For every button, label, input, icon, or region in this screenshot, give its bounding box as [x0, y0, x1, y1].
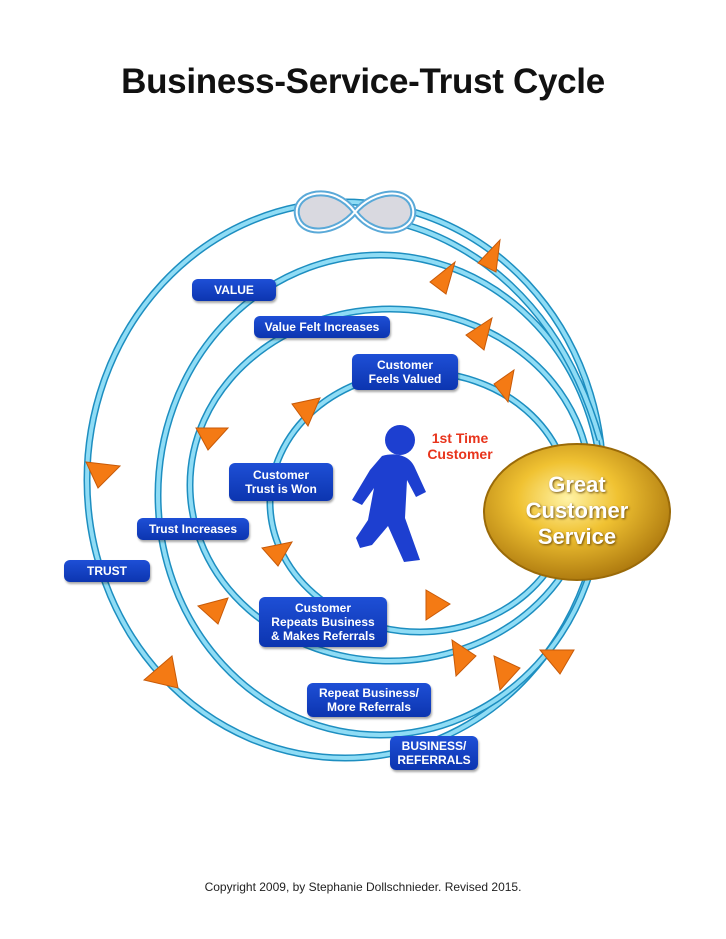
arrowhead-icon: [493, 368, 515, 404]
label-repeat-business-more-referrals: Repeat Business/ More Referrals: [307, 683, 431, 717]
arrowhead-icon: [429, 260, 456, 295]
arrowhead-icon: [196, 597, 229, 625]
label-customer-feels-valued: Customer Feels Valued: [352, 354, 458, 390]
label-customer-repeats-business: Customer Repeats Business & Makes Referr…: [259, 597, 387, 647]
arrowhead-icon: [477, 238, 501, 273]
arrowhead-icon: [465, 316, 493, 351]
arrowhead-icon: [85, 461, 122, 489]
great-customer-service-text: Great Customer Service: [525, 472, 629, 549]
label-trust-increases: Trust Increases: [137, 518, 249, 540]
arrowhead-icon: [425, 589, 451, 621]
first-time-customer-label: 1st Time Customer: [427, 430, 493, 462]
label-value-felt-increases: Value Felt Increases: [254, 316, 390, 338]
arrowheads: [85, 238, 575, 692]
walking-person-icon: [352, 425, 426, 562]
arrowhead-icon: [291, 397, 321, 428]
copyright-footer: Copyright 2009, by Stephanie Dollschnied…: [204, 880, 522, 894]
arrowhead-icon: [261, 541, 293, 567]
label-business-referrals: BUSINESS/ REFERRALS: [390, 736, 478, 770]
arrowhead-icon: [451, 638, 477, 678]
infinity-icon: [293, 190, 417, 234]
arrowhead-icon: [195, 427, 230, 451]
label-value: VALUE: [192, 279, 276, 301]
arrowhead-icon: [538, 649, 575, 675]
page-title: Business-Service-Trust Cycle: [121, 62, 605, 101]
arrowhead-icon: [142, 655, 179, 689]
arrowhead-icon: [493, 655, 521, 692]
great-customer-service-oval: [483, 443, 671, 581]
label-customer-trust-is-won: Customer Trust is Won: [229, 463, 333, 501]
label-trust: TRUST: [64, 560, 150, 582]
